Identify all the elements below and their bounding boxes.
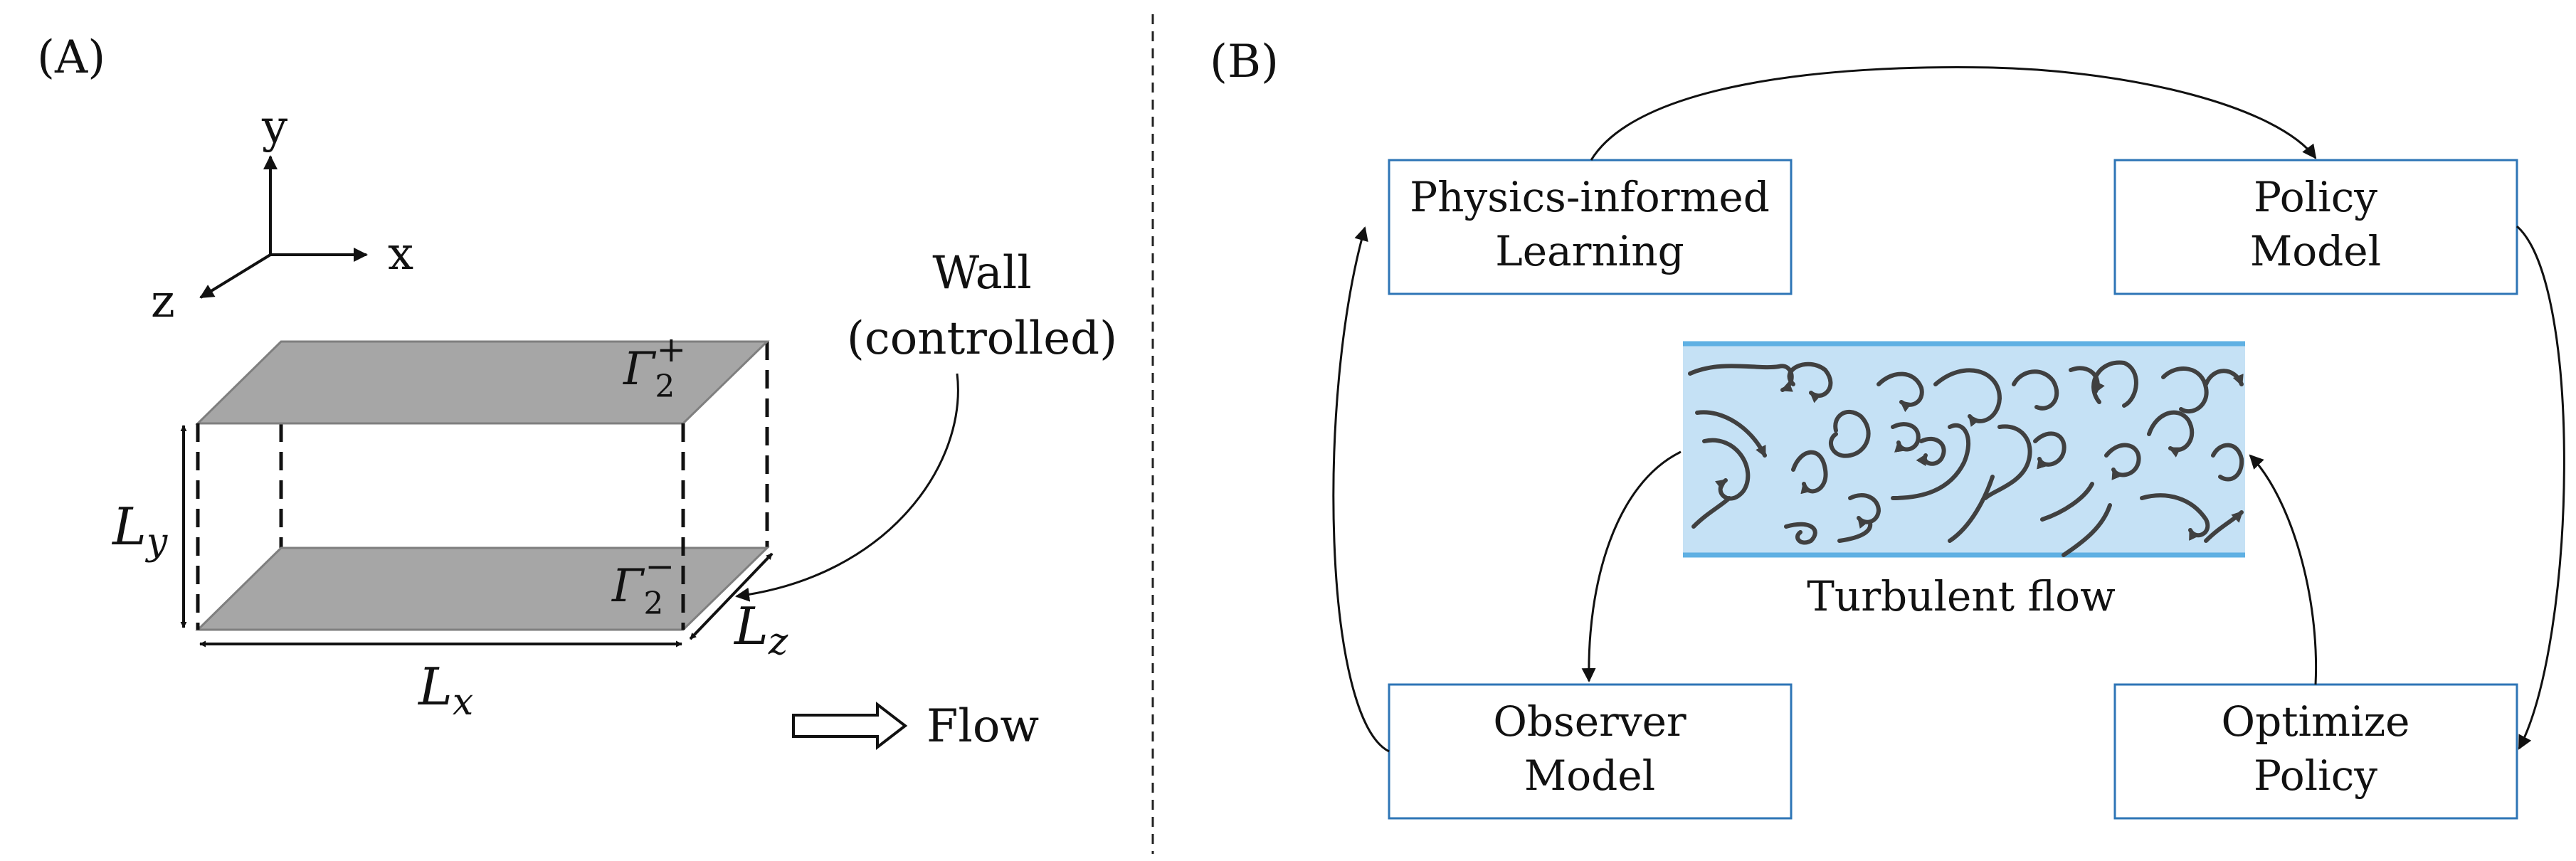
- front-dashed-edges: [196, 423, 685, 630]
- panel-b-label: (B): [1210, 36, 1279, 88]
- optimize-box-line2: Policy: [2254, 751, 2377, 800]
- lz-dimension-arrow: [689, 552, 774, 640]
- observer-model-box: Observer Model: [1388, 683, 1793, 820]
- wall-label-line2: (controlled): [847, 312, 1117, 365]
- arrow-optimize-to-flow: [2249, 454, 2318, 685]
- gamma-bottom-label: Γ2−: [611, 546, 675, 622]
- flow-arrow-icon: [792, 701, 908, 751]
- cycle-arrows: [1332, 65, 2565, 753]
- arrow-flow-to-observer: [1581, 450, 1682, 682]
- lz-label: Lz: [733, 596, 788, 663]
- turbulent-channel: [1683, 341, 2245, 558]
- physics-informed-learning-box: Physics-informed Learning: [1388, 159, 1793, 295]
- eddy-swirls: [1688, 360, 2244, 557]
- observer-box-line2: Model: [1524, 751, 1655, 800]
- coordinate-axes: [199, 155, 368, 299]
- policy-model-box: Policy Model: [2113, 159, 2518, 295]
- physics-box-line2: Learning: [1495, 227, 1684, 275]
- observer-box-line1: Observer: [1493, 697, 1686, 746]
- turbulent-flow-label: Turbulent flow: [1807, 572, 2115, 620]
- ly-label: Ly: [111, 497, 168, 564]
- wall-label-line1: Wall: [932, 247, 1031, 300]
- physics-box-line1: Physics-informed: [1410, 173, 1770, 221]
- optimize-policy-box: Optimize Policy: [2113, 683, 2518, 820]
- bottom-plate: [195, 546, 770, 631]
- lx-label: Lx: [417, 657, 473, 724]
- policy-box-line2: Model: [2250, 227, 2381, 275]
- z-axis-arrow: [199, 253, 272, 299]
- y-axis-label: y: [261, 101, 287, 154]
- arrow-observer-to-physics: [1332, 226, 1390, 753]
- policy-box-line1: Policy: [2254, 173, 2377, 221]
- gamma-top-label: Γ2+: [623, 329, 686, 405]
- arrow-physics-to-policy: [1590, 65, 2317, 161]
- optimize-box-line1: Optimize: [2222, 697, 2410, 746]
- top-plate: [195, 340, 770, 425]
- z-axis-label: z: [151, 275, 175, 328]
- x-axis-label: x: [388, 228, 413, 280]
- panel-a-label: (A): [37, 31, 105, 84]
- arrow-policy-to-optimize: [2516, 225, 2565, 750]
- flow-label: Flow: [927, 700, 1039, 753]
- wall-pointer-arrow: [735, 373, 959, 602]
- back-dashed-edges: [279, 342, 769, 548]
